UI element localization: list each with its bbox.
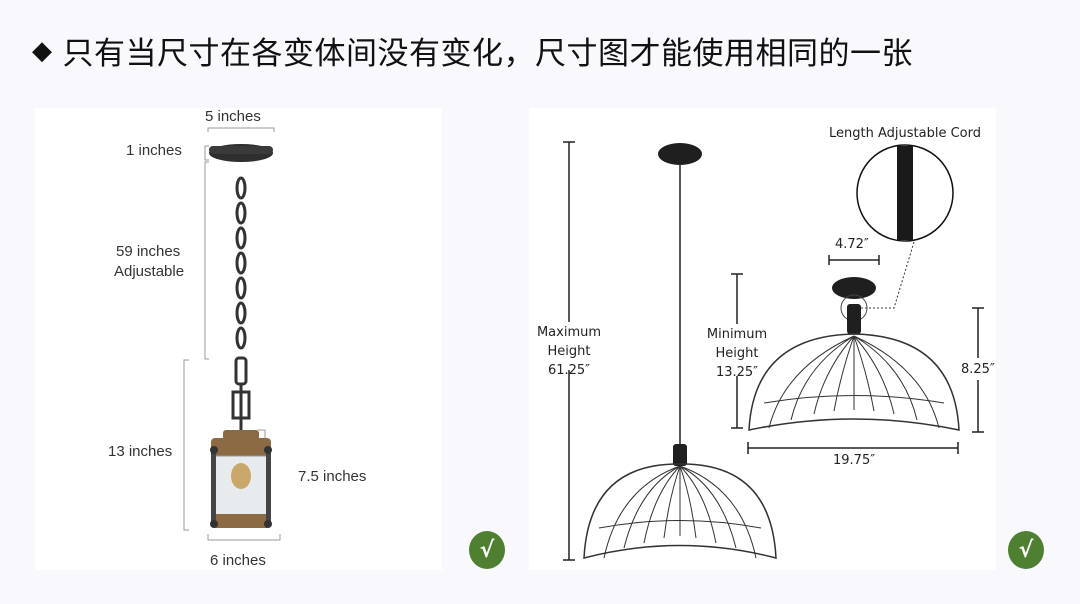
- top-width-label: 5 inches: [205, 108, 261, 125]
- max-height-label: Maximum Height 61.25″: [533, 323, 605, 380]
- cage-pendant-drawing: [563, 141, 984, 561]
- slide-title-text: 只有当尺寸在各变体间没有变化，尺寸图才能使用相同的一张: [62, 36, 913, 72]
- cage-pendant-dimension-image: Length Adjustable Cord 4.72″ Maximum Hei…: [529, 108, 996, 570]
- diamond-bullet-icon: ◆: [32, 35, 53, 66]
- lantern-dimension-image: 5 inches 1 inches 59 inches Adjustable 1…: [35, 108, 442, 570]
- lantern-drawing: [183, 127, 281, 541]
- check-mark-icon: √: [469, 531, 505, 569]
- total-height-label: 13 inches: [108, 443, 173, 460]
- min-height-value: 13.25″: [715, 365, 759, 380]
- chain-length-label: 59 inches: [116, 243, 181, 260]
- max-height-line2: Height: [547, 344, 591, 359]
- max-height-line1: Maximum: [536, 325, 602, 340]
- chain-adjustable-label: Adjustable: [114, 263, 185, 280]
- bottom-width-label: 6 inches: [210, 552, 266, 569]
- check-mark-icon: √: [1008, 531, 1044, 569]
- shade-height-label: 8.25″: [961, 362, 995, 377]
- canopy-width-label: 4.72″: [835, 237, 869, 252]
- min-height-line1: Minimum: [706, 327, 768, 342]
- shade-height-label: 7.5 inches: [298, 468, 367, 485]
- max-height-value: 61.25″: [547, 363, 591, 378]
- shade-width-label: 19.75″: [833, 453, 876, 468]
- min-height-line2: Height: [715, 346, 759, 361]
- min-height-label: Minimum Height 13.25″: [701, 325, 773, 382]
- canopy-height-label: 1 inches: [126, 142, 182, 159]
- slide-title: ◆ 只有当尺寸在各变体间没有变化，尺寸图才能使用相同的一张: [32, 28, 913, 73]
- cord-callout-label: Length Adjustable Cord: [829, 126, 981, 141]
